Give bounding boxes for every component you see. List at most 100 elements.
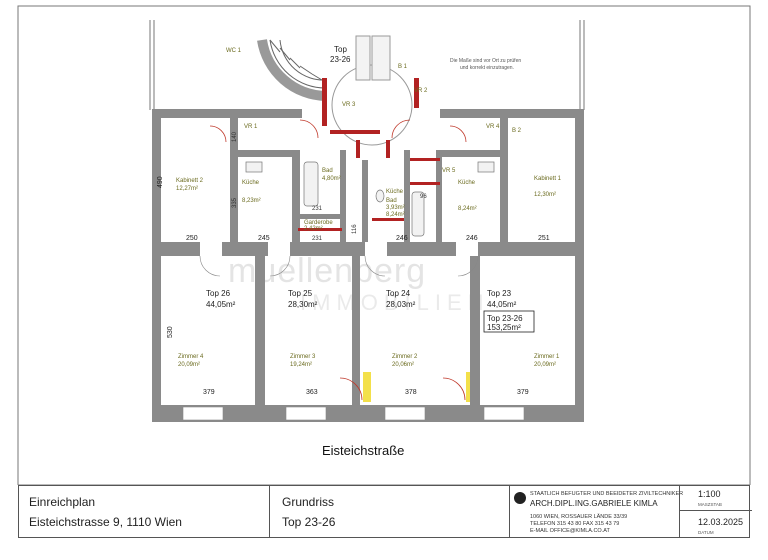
- watermark-subtitle: IMMOBILIEN: [300, 290, 490, 315]
- street-name: Eisteichstraße: [322, 443, 404, 458]
- room-bad-left: Bad: [322, 168, 333, 174]
- date-label: DATUM: [698, 530, 714, 535]
- stair-landing: [331, 35, 413, 146]
- room-kabinett1: Kabinett 1: [534, 176, 562, 182]
- dim-378: 378: [405, 389, 417, 396]
- room-garderobe: Garderobe: [304, 220, 333, 226]
- dim-246b: 246: [466, 235, 478, 242]
- upper-partition-walls: [230, 109, 508, 249]
- room-bad-right: Bad: [386, 198, 397, 204]
- dim-530: 530: [167, 326, 174, 338]
- room-zimmer1-area: 20,09m²: [534, 362, 556, 368]
- note-line-1: Die Maße sind vor Ort zu prüfen: [450, 58, 521, 64]
- firm-phone: TELEFON 315 43 80 FAX 315 43 79: [530, 521, 620, 527]
- circulation-labels: WC 1 VR 2 VR 3 VR 4 VR 1 B 2 B 1 VR 5: [226, 48, 522, 174]
- architect-seal-icon: [514, 492, 526, 504]
- plan-type: Einreichplan: [29, 495, 96, 509]
- door-swings: [199, 255, 479, 277]
- dim-251: 251: [538, 235, 550, 242]
- firm-email: E-MAIL OFFICE@KIMLA.CO.AT: [530, 528, 610, 534]
- upper-building-edge: [149, 20, 585, 110]
- drawing-subtitle: Top 23-26: [282, 515, 336, 529]
- room-kueche-mid: Küche: [386, 189, 404, 195]
- title-block-drawing: Grundriss Top 23-26: [269, 486, 509, 537]
- dim-363: 363: [306, 389, 318, 396]
- label-vr2: VR 2: [414, 88, 428, 94]
- unit-label-top25: Top 25: [288, 289, 313, 298]
- label-vr3: VR 3: [342, 102, 356, 108]
- middle-door-openings: [200, 242, 478, 256]
- label-b1: B 1: [398, 64, 408, 70]
- title-block-meta: 1:100 MASZSTAB 12.03.2025 DATUM: [679, 486, 752, 537]
- red-new-walls: [298, 78, 440, 231]
- unit-area-top25: 28,30m²: [288, 300, 318, 309]
- dimensions: 490 530 335 140 250 245 231 231 246 246 …: [157, 131, 550, 396]
- date-value: 12.03.2025: [698, 517, 744, 527]
- dim-245: 245: [258, 235, 270, 242]
- dim-335: 335: [232, 197, 238, 208]
- dim-246a: 246: [396, 235, 408, 242]
- room-labels: Kabinett 2 12,27m² Küche 8,23m² Bad 4,80…: [176, 168, 562, 368]
- title-block-architect: STAATLICH BEFUGTER UND BEEIDETER ZIVILTE…: [509, 486, 683, 537]
- dim-116: 116: [352, 224, 358, 234]
- drawing-title: Grundriss: [282, 495, 335, 509]
- floor-plan-drawing: muellenberg IMMOBILIEN Top 23-26 Die Maß…: [17, 5, 751, 485]
- room-zimmer2: Zimmer 2: [392, 354, 418, 360]
- sheet-frame: [17, 5, 751, 485]
- lower-partition-walls: [255, 256, 480, 416]
- room-zimmer3-area: 19,24m²: [290, 362, 312, 368]
- bottom-windows: [182, 406, 525, 421]
- room-kueche-mid-area: 8,24m²: [386, 212, 405, 218]
- dim-96: 96: [420, 194, 427, 200]
- red-door-swings: [209, 119, 467, 401]
- room-kueche-right-area: 8,24m²: [458, 206, 477, 212]
- room-kabinett1-area: 12,30m²: [534, 192, 556, 198]
- unit-area-top23: 44,05m²: [487, 300, 517, 309]
- room-zimmer1: Zimmer 1: [534, 354, 560, 360]
- room-kueche-right: Küche: [458, 180, 476, 186]
- yellow-infill-left: [363, 372, 371, 402]
- room-kueche-left: Küche: [242, 180, 260, 186]
- dim-490: 490: [157, 176, 164, 188]
- room-kabinett2: Kabinett 2: [176, 178, 204, 184]
- firm-line1: STAATLICH BEFUGTER UND BEEIDETER ZIVILTE…: [530, 491, 684, 497]
- firm-address: 1060 WIEN, ROSSAUER LÄNDE 33/39: [530, 514, 628, 520]
- title-block-project: Einreichplan Eisteichstrasse 9, 1110 Wie…: [19, 486, 269, 537]
- total-label: Top 23-26: [487, 314, 523, 323]
- dim-140: 140: [232, 131, 238, 142]
- note-line-2: und korrekt einzutragen.: [460, 65, 514, 71]
- room-kueche-left-area: 8,23m²: [242, 198, 261, 204]
- spiral-staircase: [257, 39, 327, 101]
- total-area: 153,25m²: [487, 323, 521, 332]
- stair-top-label: Top: [334, 45, 347, 54]
- dim-250: 250: [186, 235, 198, 242]
- unit-area-top24: 28,03m²: [386, 300, 416, 309]
- total-area-box: [483, 310, 535, 333]
- unit-label-top26: Top 26: [206, 289, 231, 298]
- label-vr1: VR 1: [244, 124, 258, 130]
- dim-379a: 379: [203, 389, 215, 396]
- dim-379b: 379: [517, 389, 529, 396]
- room-bad-left-area: 4,80m²: [322, 176, 341, 182]
- unit-area-top26: 44,05m²: [206, 300, 236, 309]
- room-garderobe-area: 2,42m²: [304, 226, 323, 232]
- firm-name: ARCH.DIPL.ING.GABRIELE KIMLA: [530, 499, 658, 508]
- room-zimmer3: Zimmer 3: [290, 354, 316, 360]
- dim-231b: 231: [312, 236, 323, 242]
- room-zimmer4-area: 20,09m²: [178, 362, 200, 368]
- title-block: Einreichplan Eisteichstrasse 9, 1110 Wie…: [18, 485, 752, 538]
- project-address: Eisteichstrasse 9, 1110 Wien: [29, 515, 182, 529]
- upper-horizontal-walls: [238, 150, 502, 219]
- stair-top-number: 23-26: [330, 55, 351, 64]
- scale-value: 1:100: [698, 489, 721, 499]
- room-kabinett2-area: 12,27m²: [176, 186, 198, 192]
- label-vr5: VR 5: [442, 168, 456, 174]
- label-wc1: WC 1: [226, 48, 242, 54]
- scale-label: MASZSTAB: [698, 502, 722, 507]
- bath-fixtures: [245, 161, 495, 237]
- label-vr4: VR 4: [486, 124, 500, 130]
- unit-label-top24: Top 24: [386, 289, 411, 298]
- room-zimmer2-area: 20,06m²: [392, 362, 414, 368]
- dim-231a: 231: [312, 206, 323, 212]
